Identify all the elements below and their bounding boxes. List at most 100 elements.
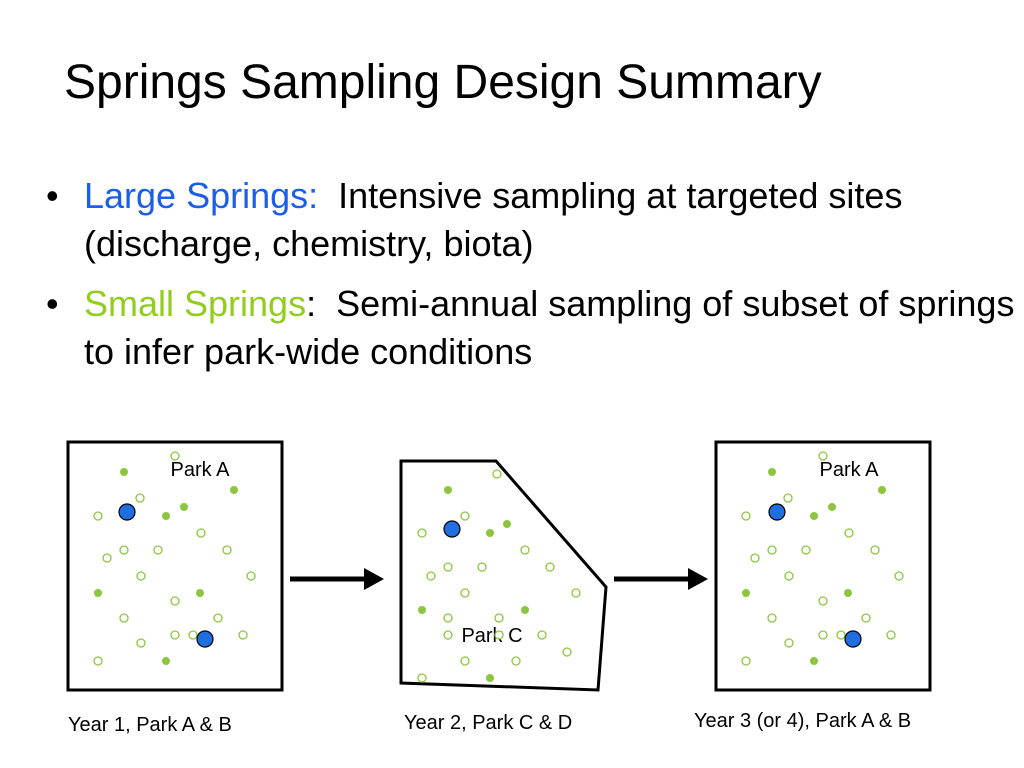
sampled-small-spring-marker	[444, 486, 452, 494]
unsampled-small-spring-marker	[767, 545, 777, 555]
sampled-small-spring-marker	[828, 503, 836, 511]
arrowhead-year-1-to-2	[364, 568, 384, 590]
sampled-small-spring-marker	[810, 657, 818, 665]
sampled-small-spring-marker	[94, 589, 102, 597]
unsampled-small-spring-marker	[238, 630, 248, 640]
unsampled-small-spring-marker	[537, 630, 547, 640]
unsampled-small-spring-marker	[783, 493, 793, 503]
unsampled-small-spring-marker	[562, 647, 572, 657]
springs-year-1	[93, 451, 256, 666]
unsampled-small-spring-marker	[460, 511, 470, 521]
unsampled-small-spring-marker	[213, 613, 223, 623]
unsampled-small-spring-marker	[844, 528, 854, 538]
slide-title: Springs Sampling Design Summary	[64, 56, 822, 109]
unsampled-small-spring-marker	[870, 545, 880, 555]
unsampled-small-spring-marker	[426, 571, 436, 581]
springs-year-3	[741, 451, 904, 666]
unsampled-small-spring-marker	[492, 469, 502, 479]
unsampled-small-spring-marker	[741, 656, 751, 666]
unsampled-small-spring-marker	[477, 562, 487, 572]
unsampled-small-spring-marker	[545, 562, 555, 572]
unsampled-small-spring-marker	[188, 630, 198, 640]
unsampled-small-spring-marker	[767, 613, 777, 623]
bullet-lead-small-springs: Small Springs	[84, 283, 307, 324]
unsampled-small-spring-marker	[520, 545, 530, 555]
unsampled-small-spring-marker	[170, 630, 180, 640]
springs-year-2	[417, 469, 581, 683]
bullet-small-springs: • Small Springs: Semi-annual sampling of…	[46, 280, 1021, 376]
sampled-small-spring-marker	[486, 529, 494, 537]
park-label-year-3: Park A	[820, 459, 880, 481]
unsampled-small-spring-marker	[246, 571, 256, 581]
unsampled-small-spring-marker	[886, 630, 896, 640]
sampled-small-spring-marker	[810, 512, 818, 520]
unsampled-small-spring-marker	[417, 528, 427, 538]
sampled-small-spring-marker	[196, 589, 204, 597]
park-label-year-2: Park C	[461, 625, 522, 647]
arrowhead-year-2-to-3	[688, 568, 708, 590]
unsampled-small-spring-marker	[836, 630, 846, 640]
sampled-small-spring-marker	[162, 657, 170, 665]
sampled-small-spring-marker	[878, 486, 886, 494]
unsampled-small-spring-marker	[443, 562, 453, 572]
sampled-small-spring-marker	[230, 486, 238, 494]
park-c-boundary-year-2	[399, 459, 608, 692]
large-spring-marker	[118, 503, 136, 521]
bullet-list: • Large Springs: Intensive sampling at t…	[46, 172, 1021, 388]
unsampled-small-spring-marker	[102, 553, 112, 563]
unsampled-small-spring-marker	[818, 630, 828, 640]
sampled-small-spring-marker	[521, 606, 529, 614]
bullet-text-small-springs: : Semi-annual sampling of subset of spri…	[84, 283, 1024, 372]
sampled-small-spring-marker	[742, 589, 750, 597]
unsampled-small-spring-marker	[93, 511, 103, 521]
bullet-marker: •	[46, 283, 59, 324]
sampled-small-spring-marker	[844, 589, 852, 597]
large-spring-marker	[443, 520, 461, 538]
unsampled-small-spring-marker	[443, 630, 453, 640]
park-a-boundary-year-1	[66, 440, 284, 692]
bullet-marker: •	[46, 175, 59, 216]
unsampled-small-spring-marker	[511, 656, 521, 666]
large-spring-marker	[768, 503, 786, 521]
unsampled-small-spring-marker	[443, 613, 453, 623]
unsampled-small-spring-marker	[750, 553, 760, 563]
caption-year-1: Year 1, Park A & B	[68, 714, 232, 736]
unsampled-small-spring-marker	[93, 656, 103, 666]
bullet-lead-large-springs: Large Springs:	[84, 175, 319, 216]
unsampled-small-spring-marker	[136, 571, 146, 581]
unsampled-small-spring-marker	[153, 545, 163, 555]
park-label-year-1: Park A	[171, 459, 231, 481]
unsampled-small-spring-marker	[170, 596, 180, 606]
unsampled-small-spring-marker	[460, 656, 470, 666]
unsampled-small-spring-marker	[196, 528, 206, 538]
unsampled-small-spring-marker	[801, 545, 811, 555]
unsampled-small-spring-marker	[818, 596, 828, 606]
unsampled-small-spring-marker	[417, 673, 427, 683]
unsampled-small-spring-marker	[119, 613, 129, 623]
sampled-small-spring-marker	[486, 674, 494, 682]
unsampled-small-spring-marker	[784, 571, 794, 581]
unsampled-small-spring-marker	[494, 630, 504, 640]
unsampled-small-spring-marker	[170, 451, 180, 461]
large-spring-marker	[196, 630, 214, 648]
unsampled-small-spring-marker	[460, 588, 470, 598]
unsampled-small-spring-marker	[135, 493, 145, 503]
unsampled-small-spring-marker	[894, 571, 904, 581]
sampled-small-spring-marker	[418, 606, 426, 614]
large-spring-marker	[844, 630, 862, 648]
unsampled-small-spring-marker	[818, 451, 828, 461]
caption-year-2: Year 2, Park C & D	[404, 712, 573, 734]
bullet-large-springs: • Large Springs: Intensive sampling at t…	[46, 172, 1021, 268]
unsampled-small-spring-marker	[784, 638, 794, 648]
unsampled-small-spring-marker	[119, 545, 129, 555]
park-a-boundary-year-3	[714, 440, 932, 692]
unsampled-small-spring-marker	[136, 638, 146, 648]
caption-year-3: Year 3 (or 4), Park A & B	[694, 710, 912, 732]
sampled-small-spring-marker	[180, 503, 188, 511]
bullet-text-large-springs: Intensive sampling at targeted sites (di…	[84, 175, 913, 264]
unsampled-small-spring-marker	[861, 613, 871, 623]
unsampled-small-spring-marker	[571, 588, 581, 598]
unsampled-small-spring-marker	[741, 511, 751, 521]
sampled-small-spring-marker	[503, 520, 511, 528]
